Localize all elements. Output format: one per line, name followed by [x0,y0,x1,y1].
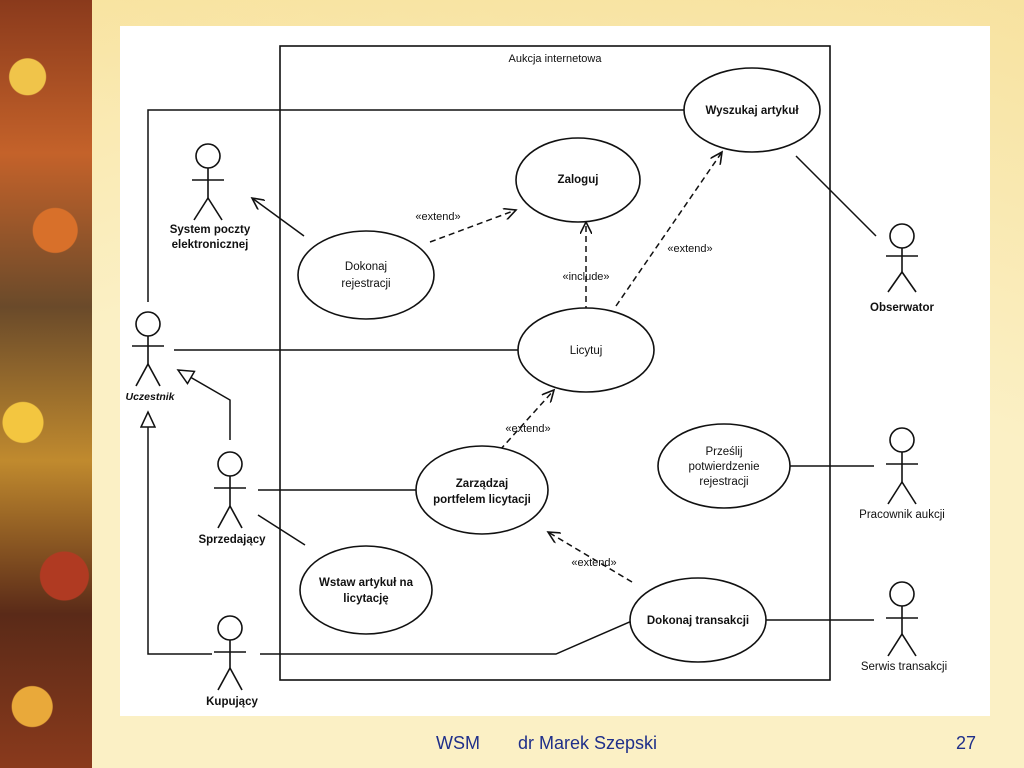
usecase-manage-portfolio [415,445,549,535]
assoc-seller-post [257,514,306,546]
actor-seller-label: Sprzedający [198,534,266,546]
label-extend-manage-bid: «extend» [505,423,550,435]
usecase-post-item [299,545,433,635]
usecase-register-label-1: Dokonaj [345,261,387,273]
actor-email-system [192,143,224,221]
usecase-manage-label-1: Zarządzaj [456,478,508,490]
dep-register-login [429,210,516,243]
usecase-transaction [629,577,767,663]
label-extend-bid-search: «extend» [667,243,712,255]
footer-page-number: 27 [956,733,977,753]
actor-observer-label: Obserwator [870,302,934,314]
generalization-buyer [148,412,212,655]
usecase-search [683,67,821,153]
usecase-login-label: Zaloguj [558,174,599,186]
dep-transaction-manage [548,532,633,583]
usecase-bid-label: Licytuj [570,345,603,357]
usecase-bid [517,307,655,393]
usecase-confirm-label-2: potwierdzenie [689,461,760,473]
actor-participant [132,311,164,387]
generalization-seller [178,370,231,440]
actor-buyer-label: Kupujący [206,696,258,708]
assoc-participant-search [147,109,684,302]
usecase-register-label-2: rejestracji [341,278,390,290]
usecase-transaction-label: Dokonaj transakcji [647,615,749,627]
actor-transaction-service-label: Serwis transakcji [861,661,947,673]
usecase-post-label-2: licytację [343,593,388,605]
assoc-register-email [252,198,305,237]
actor-email-system-label-2: elektronicznej [172,239,249,251]
actor-participant-label: Uczestnik [125,391,175,403]
actor-buyer [214,615,246,691]
usecase-login [515,137,641,223]
usecase-manage-label-2: portfelem licytacji [433,494,531,506]
usecase-search-label: Wyszukaj artykuł [705,105,799,117]
footer-author: dr Marek Szepski [518,733,658,753]
usecase-register [297,230,435,320]
usecase-confirm-registration [657,423,791,509]
decorative-left-strip [0,0,92,768]
dep-manage-bid [499,390,554,451]
system-boundary [279,45,831,681]
actor-observer [886,223,918,293]
actor-seller [214,451,246,529]
label-include-bid-login: «include» [562,271,609,283]
footer-left-text: WSM [436,733,480,753]
usecase-confirm-label-1: Prześlij [705,446,742,458]
actor-auction-worker [886,427,918,505]
usecase-confirm-label-3: rejestracji [699,476,748,488]
system-title: Aukcja internetowa [509,53,603,65]
label-extend-register-login: «extend» [415,211,460,223]
usecase-post-label-1: Wstaw artykuł na [319,577,414,589]
assoc-observer-search [795,155,877,237]
dep-bid-search [615,152,722,307]
assoc-buyer-transaction [260,619,635,655]
label-extend-transaction-manage: «extend» [571,557,616,569]
actor-email-system-label-1: System poczty [170,224,251,236]
actor-transaction-service [886,581,918,657]
actor-auction-worker-label: Pracownik aukcji [859,509,945,521]
